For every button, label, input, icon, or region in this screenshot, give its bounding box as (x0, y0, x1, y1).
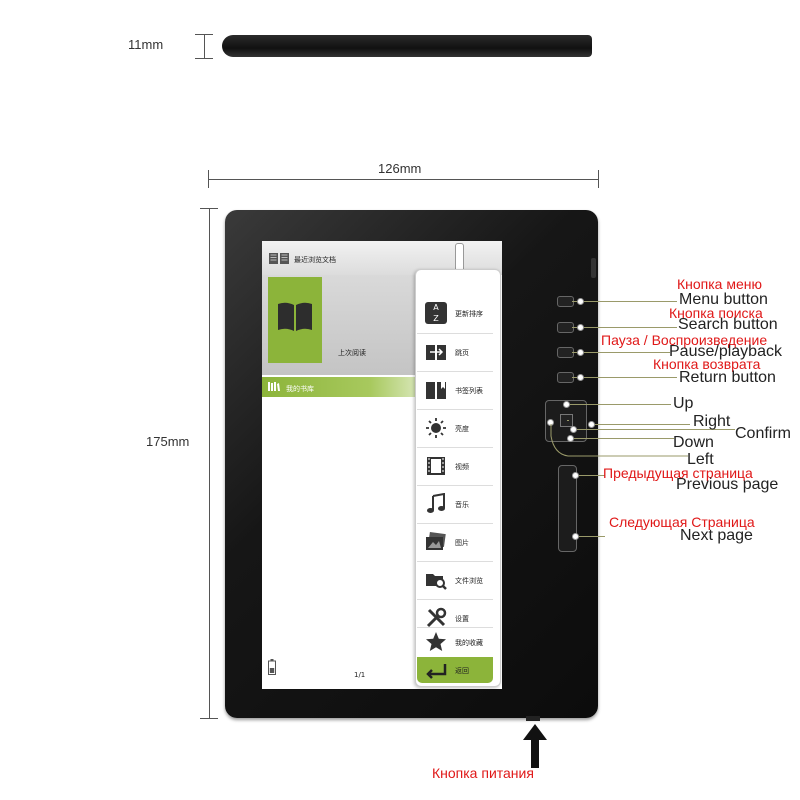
menu-item-brightness[interactable]: 亮度 (417, 409, 493, 446)
menu-item-pictures[interactable]: 图片 (417, 523, 493, 560)
brightness-icon (426, 418, 446, 438)
return-icon (426, 664, 447, 679)
library-header-label: 我的书库 (286, 385, 314, 393)
height-label: 175mm (146, 432, 190, 451)
callout-down: Down (673, 434, 714, 451)
menu-item-label: 返回 (455, 667, 469, 675)
file-browse-icon (426, 574, 447, 590)
power-arrow-icon (523, 724, 547, 768)
side-slot (591, 258, 596, 278)
width-label: 126mm (374, 161, 426, 176)
music-icon (427, 493, 445, 513)
menu-item-label: 书签列表 (455, 387, 483, 395)
menu-item-favorites[interactable]: 我的收藏 (417, 627, 493, 656)
callout-line-confirm (567, 420, 569, 421)
page-indicator: 1/1 (354, 671, 366, 679)
recent-header-label: 最近浏览文档 (294, 256, 336, 264)
callout-dot-menu (577, 298, 584, 305)
callout-menu-ru: Кнопка меню (677, 276, 763, 292)
callout-dot-search (577, 324, 584, 331)
hw-confirm-button[interactable] (560, 414, 573, 427)
menu-item-label: 设置 (455, 615, 469, 623)
width-line (208, 179, 598, 180)
side-menu-panel (415, 269, 501, 687)
height-line (209, 208, 210, 718)
callout-line-right (590, 424, 690, 425)
callout-dot-prev (572, 472, 579, 479)
book-cover (268, 277, 322, 363)
battery-icon (268, 659, 276, 675)
callout-line-left (550, 424, 688, 457)
callout-left: Left (687, 451, 714, 468)
width-tick-right (598, 170, 599, 188)
callout-next-en: Next page (680, 527, 753, 544)
menu-item-label: 图片 (455, 539, 469, 547)
callout-line-prev (575, 475, 605, 476)
hw-power-button[interactable] (526, 716, 540, 721)
callout-line-confirm-2 (575, 429, 735, 430)
settings-icon (426, 607, 447, 628)
callout-pause-ru: Пауза / Воспроизведение (601, 332, 768, 348)
menu-item-bookmarks[interactable]: 书签列表 (417, 371, 493, 408)
callout-search-ru: Кнопка поиска (669, 305, 763, 321)
hw-page-rocker[interactable] (558, 465, 577, 552)
callout-dot-right (588, 421, 595, 428)
thickness-label: 11mm (128, 37, 164, 52)
callout-search-en: Search button (678, 316, 778, 333)
page-jump-icon (426, 345, 446, 360)
callout-return-ru: Кнопка возврата (653, 356, 761, 372)
callout-dot-confirm (570, 426, 577, 433)
menu-item-video[interactable]: 视频 (417, 447, 493, 484)
menu-item-file-browse[interactable]: 文件浏览 (417, 561, 493, 598)
callout-pause-en: Pause/playback (669, 343, 782, 360)
book-cover-icon (278, 302, 312, 331)
bookshelf-icon (268, 382, 280, 391)
callout-right: Right (693, 413, 731, 430)
menu-item-page-jump[interactable]: 跳页 (417, 333, 493, 370)
callout-dot-return (577, 374, 584, 381)
favorites-star-icon (426, 632, 446, 651)
video-icon (427, 457, 445, 475)
menu-item-label: 音乐 (455, 501, 469, 509)
callout-dot-up (563, 401, 570, 408)
callout-power-ru: Кнопка питания (432, 765, 534, 781)
callout-line-up (566, 404, 671, 405)
height-tick-bottom (200, 718, 218, 719)
callout-line-return (572, 377, 677, 378)
library-header[interactable] (262, 377, 417, 397)
callout-prev-en: Previous page (676, 476, 779, 493)
menu-item-label: 跳页 (455, 349, 469, 357)
bookmark-list-icon (426, 382, 446, 399)
callout-line-menu (572, 301, 677, 302)
callout-dot-pause (577, 349, 584, 356)
callout-confirm: Confirm (735, 425, 792, 442)
menu-item-music[interactable]: 音乐 (417, 485, 493, 522)
callout-line-search (572, 327, 677, 328)
menu-item-label: 视频 (455, 463, 469, 471)
last-read-label: 上次阅读 (338, 349, 366, 357)
menu-item-settings[interactable]: 设置 (417, 599, 493, 636)
menu-item-return[interactable]: 返回 (417, 657, 493, 683)
callout-menu-en: Menu button (679, 291, 768, 308)
callout-up: Up (673, 395, 694, 412)
callout-line-next (575, 536, 605, 537)
menu-item-label: 亮度 (455, 425, 469, 433)
picture-icon (426, 531, 446, 550)
open-book-icon (269, 253, 289, 264)
callout-dot-down (567, 435, 574, 442)
callout-return-en: Return button (679, 369, 776, 386)
menu-item-label: 文件浏览 (455, 577, 483, 585)
callout-prev-ru: Предыдущая страница (603, 465, 753, 481)
device-side-profile (222, 35, 592, 57)
thickness-line (204, 34, 205, 59)
menu-item-label: 我的收藏 (455, 639, 483, 647)
callout-next-ru: Следующая Страница (609, 514, 755, 530)
callout-dot-next (572, 533, 579, 540)
menu-item-label: 更新排序 (455, 310, 483, 318)
callout-line-down (570, 438, 674, 439)
callout-line-pause (572, 352, 670, 353)
